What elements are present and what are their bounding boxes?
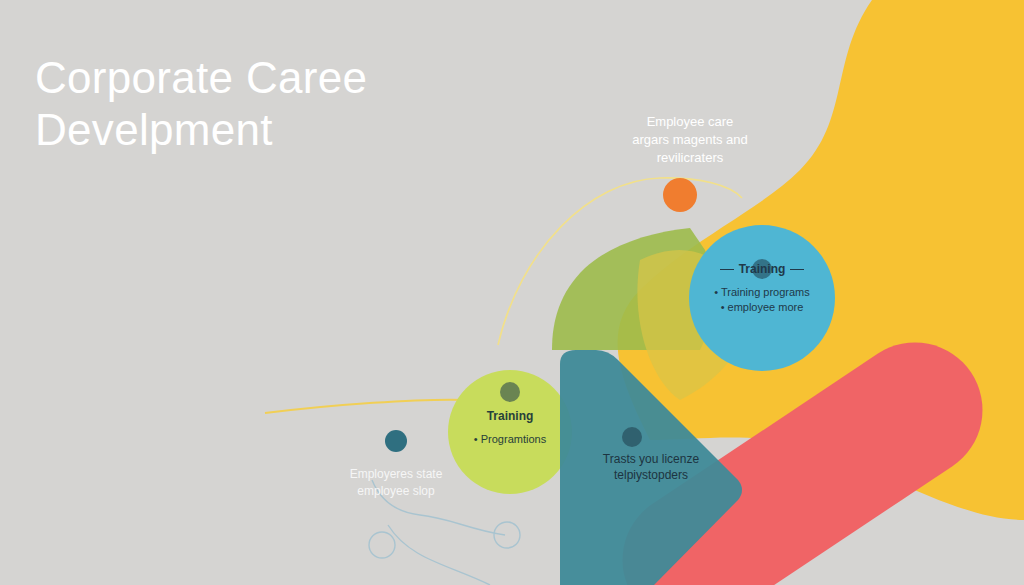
blue-wire [388, 525, 490, 585]
node-text: • employee more [701, 300, 823, 315]
wire-ring [369, 532, 395, 558]
shape-outline [556, 348, 746, 585]
label: Employeres state employee slop [340, 466, 452, 500]
orange-dot [663, 178, 697, 212]
circle-node: Training • Training programs• employee mo… [689, 225, 835, 371]
node-heading: Training [460, 408, 560, 424]
dash [720, 269, 734, 270]
node-icon [500, 382, 520, 402]
teal-shape [560, 350, 742, 585]
circle-node: Training • Programtions [448, 370, 572, 494]
teal-dot [385, 430, 407, 452]
node-text: • Training programs [701, 285, 823, 300]
label: Employee care argars magents and revilic… [631, 113, 749, 168]
node-text: • Programtions [460, 432, 560, 447]
text-area: Trasts you licenze telpiystopders [586, 451, 716, 483]
yellow-curve [265, 400, 470, 413]
title: Corporate Caree Develpment [35, 52, 435, 156]
node-icon [622, 427, 642, 447]
dash [790, 269, 804, 270]
wire-ring [494, 522, 520, 548]
node-heading: Training [701, 261, 823, 277]
node-heading: Trasts you licenze telpiystopders [586, 451, 716, 483]
shape-node: Trasts you licenze telpiystopders [556, 348, 746, 585]
heading-word: Training [739, 261, 786, 277]
